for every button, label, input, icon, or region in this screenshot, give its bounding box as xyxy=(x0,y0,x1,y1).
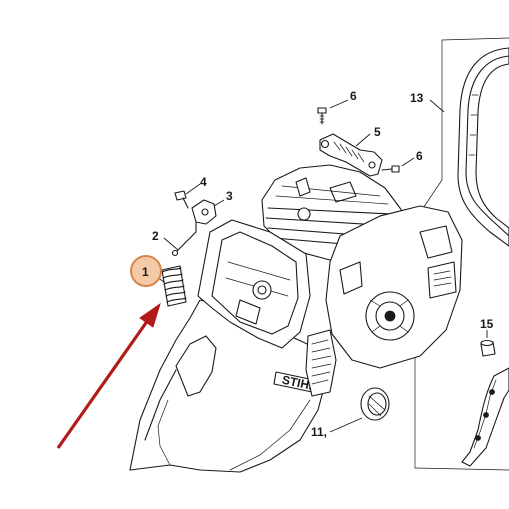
pointer-arrow-head xyxy=(139,302,161,328)
screw-part-6b xyxy=(381,165,400,173)
crankcase xyxy=(325,205,463,369)
sleeve-part xyxy=(480,330,496,357)
callout-6-right: 6 xyxy=(416,149,423,163)
callout-2: 2 xyxy=(152,229,159,243)
filter-cap-part xyxy=(360,387,390,421)
highlight-marker xyxy=(56,255,162,449)
spring-part xyxy=(161,265,187,307)
main-housing: STIHL xyxy=(129,299,337,473)
handlebar-part xyxy=(457,47,509,247)
screw-part-4 xyxy=(174,190,189,209)
highlight-circle xyxy=(130,255,162,287)
screw-part-6a xyxy=(317,107,327,125)
lever-clip-part xyxy=(191,199,217,233)
callout-15: 15 xyxy=(480,317,494,331)
wire-rod-part xyxy=(171,231,197,257)
callout-11: 11, xyxy=(311,425,327,439)
callout-3: 3 xyxy=(226,189,233,203)
pointer-arrow-shaft xyxy=(56,319,150,449)
callout-4: 4 xyxy=(200,175,207,189)
callout-6-top: 6 xyxy=(350,89,357,103)
spring-bracket-part xyxy=(319,133,383,177)
bar-strip-part xyxy=(461,367,509,467)
callout-13: 13 xyxy=(410,91,424,105)
callout-1: 1 xyxy=(142,265,149,279)
callout-labels: 1 2 3 4 5 6 6 11, 13 15 xyxy=(142,89,494,439)
intake-housing xyxy=(197,219,311,349)
callout-5: 5 xyxy=(374,125,381,139)
